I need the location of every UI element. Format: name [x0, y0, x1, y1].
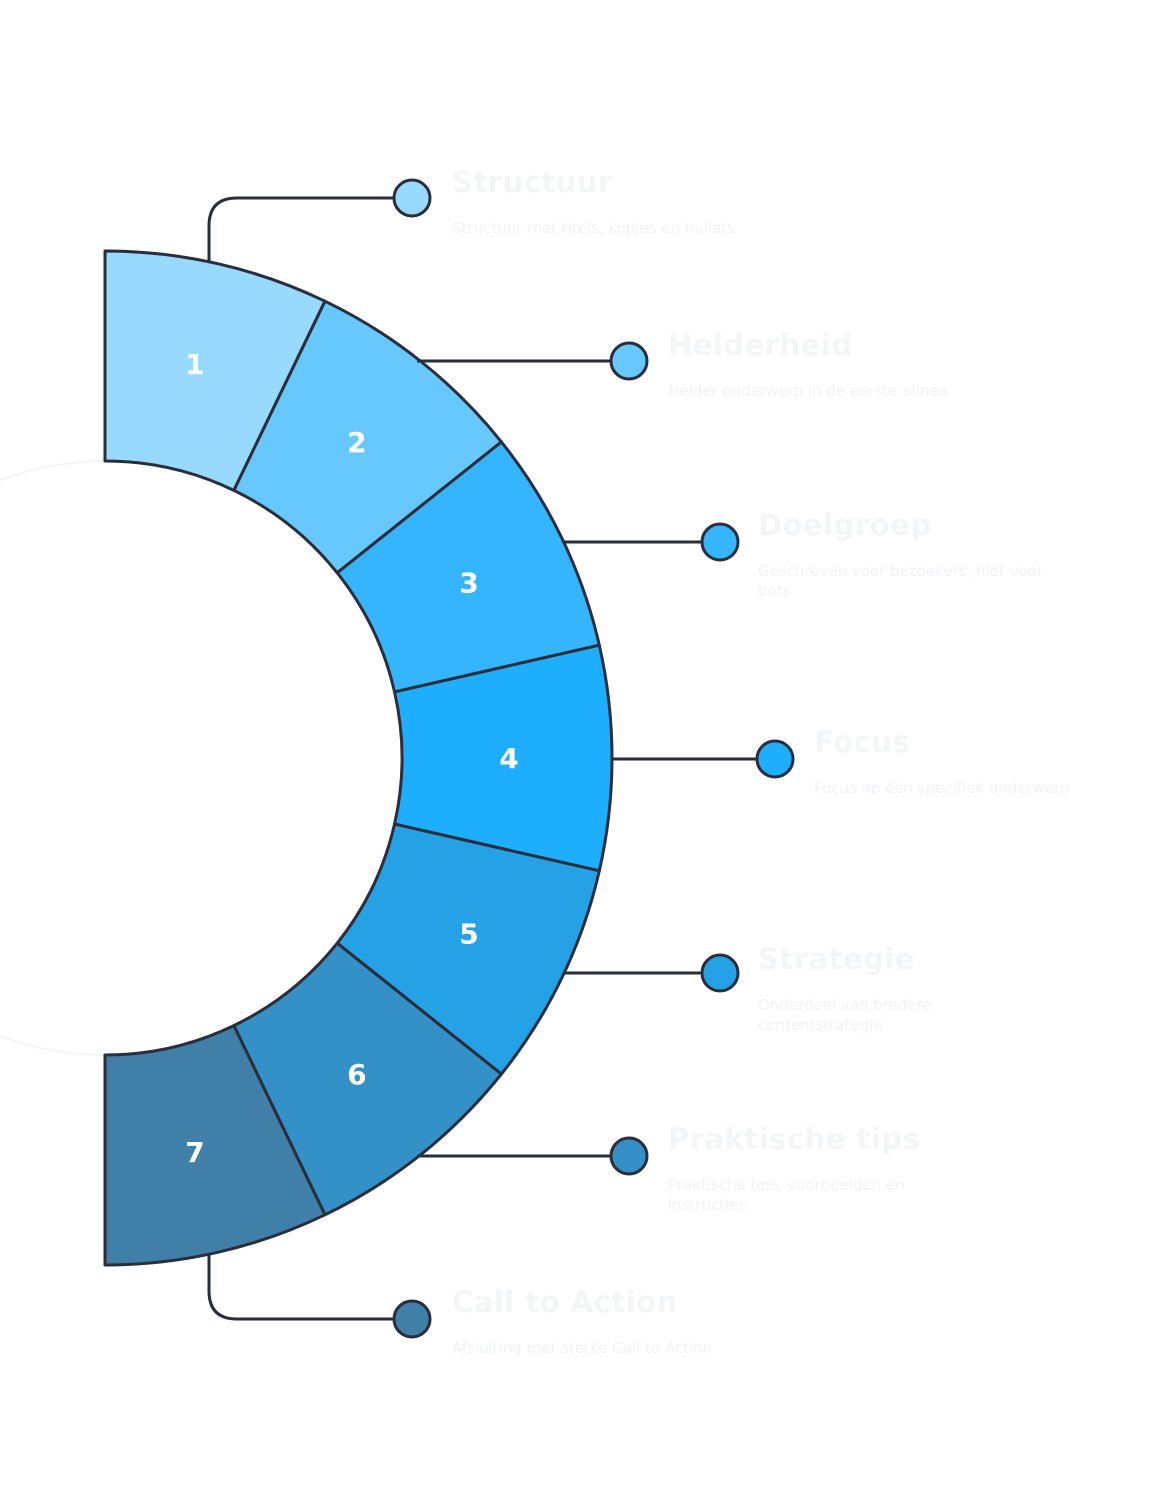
- step-label-1: Structuur Structuur met titels, kopjes e…: [452, 164, 752, 238]
- connector-line-1: [207, 196, 393, 262]
- step-description: Geschreven voor bezoekers, niet voor bot…: [758, 562, 1043, 600]
- step-label-6: Praktische tips Praktische tips, voorbee…: [668, 1121, 968, 1215]
- segment-number-1: 1: [185, 348, 204, 381]
- step-title: Strategie: [758, 942, 916, 976]
- step-description: Onderdeel van bredere contentstrategie: [758, 996, 932, 1034]
- step-title: Focus: [814, 725, 911, 759]
- step-title: Praktische tips: [668, 1122, 921, 1156]
- connector-lines: [207, 178, 795, 1339]
- ring-segment-4: [393, 643, 614, 873]
- connector-dot-5: [700, 953, 740, 993]
- step-label-3: Doelgroep Geschreven voor bezoekers, nie…: [758, 507, 1058, 601]
- ring-segment-5: [335, 822, 601, 1076]
- segment-number-3: 3: [459, 567, 478, 600]
- step-description: Structuur met titels, kopjes en bullets: [452, 219, 735, 237]
- ring-segment-2: [232, 299, 503, 575]
- step-title: Call to Action: [452, 1285, 678, 1319]
- connector-dot-4: [755, 739, 795, 779]
- segment-number-6: 6: [347, 1058, 366, 1091]
- step-label-7: Call to Action Afsluiting met sterke Cal…: [452, 1284, 752, 1358]
- step-title: Doelgroep: [758, 508, 932, 542]
- step-description: Afsluiting met sterke Call to Action: [452, 1339, 712, 1357]
- ring-segment-3: [335, 440, 601, 694]
- step-label-4: Focus Focus op één specifiek onderwerp: [814, 724, 1114, 798]
- ring-segments: [103, 249, 614, 1267]
- step-title: Helderheid: [668, 328, 853, 362]
- connector-dot-1: [392, 178, 432, 218]
- ring-segment-1: [103, 249, 327, 492]
- connector-dot-6: [609, 1136, 649, 1176]
- connector-dot-2: [609, 341, 649, 381]
- connector-dot-3: [700, 522, 740, 562]
- step-title: Structuur: [452, 165, 613, 199]
- step-description: Praktische tips, voorbeelden en instruct…: [668, 1176, 905, 1214]
- connector-dot-7: [392, 1299, 432, 1339]
- segment-number-4: 4: [499, 742, 518, 775]
- segment-number-2: 2: [347, 426, 366, 459]
- segment-number-5: 5: [459, 917, 478, 950]
- step-description: Helder onderwerp in de eerste alinea: [668, 382, 948, 400]
- segment-numbers: 1 2 3 4 5 6 7: [185, 348, 519, 1169]
- ring-segment-6: [232, 941, 503, 1217]
- ring-segment-7: [103, 1024, 327, 1267]
- step-description: Focus op één specifiek onderwerp: [814, 779, 1070, 797]
- segment-number-7: 7: [185, 1136, 204, 1169]
- connector-line-7: [207, 1255, 393, 1321]
- step-label-5: Strategie Onderdeel van bredere contents…: [758, 941, 1058, 1035]
- step-label-2: Helderheid Helder onderwerp in de eerste…: [668, 327, 968, 401]
